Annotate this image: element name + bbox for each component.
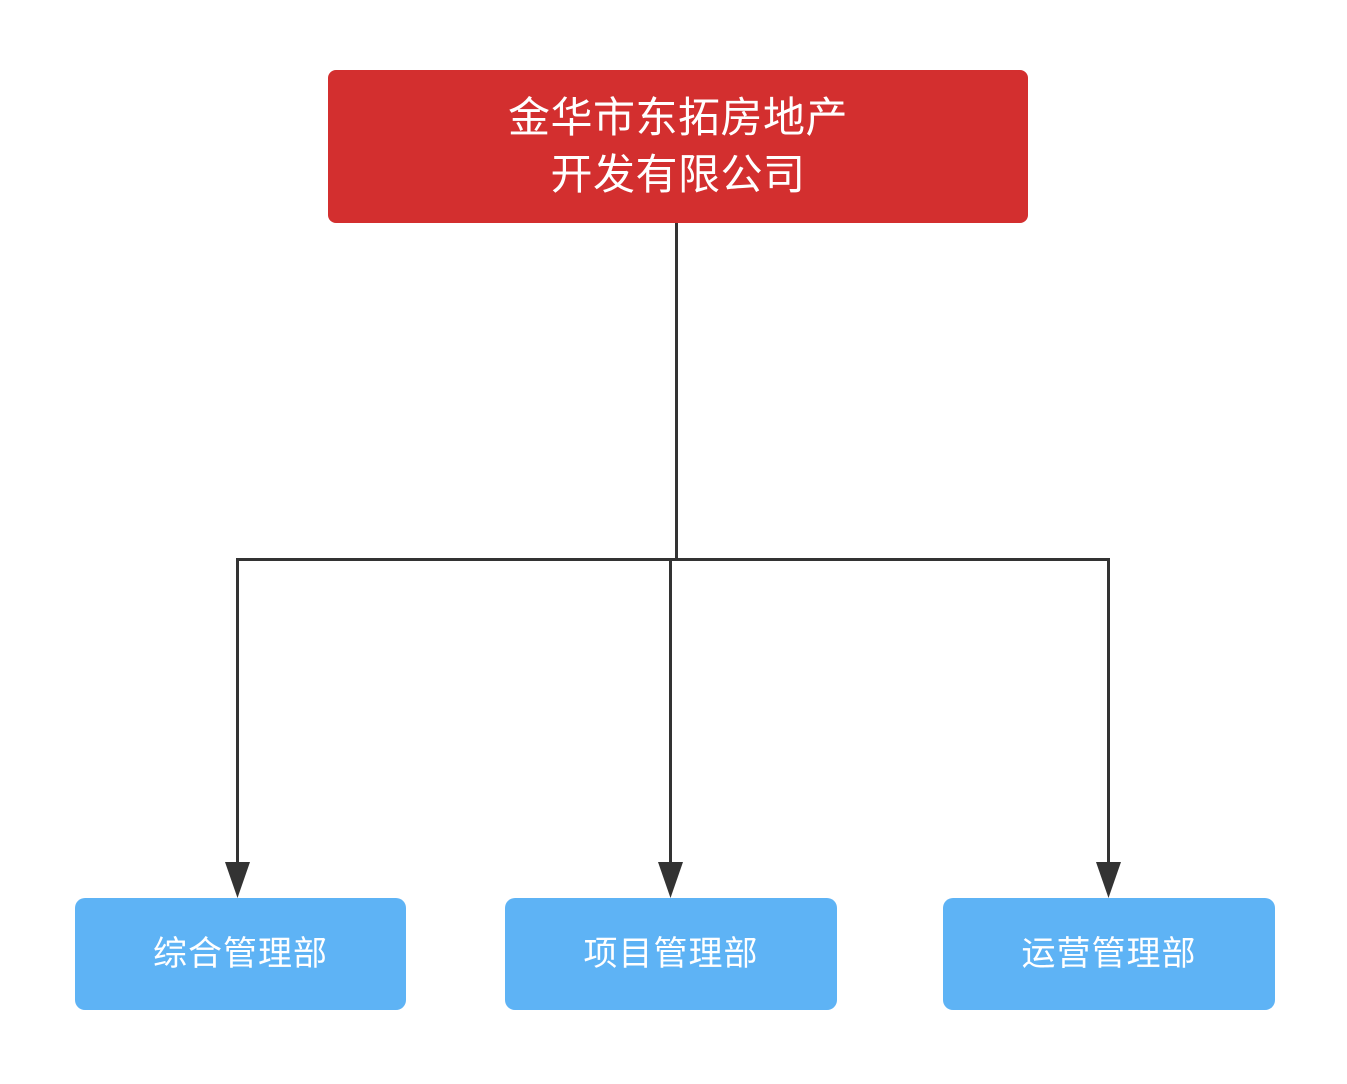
arrowhead-dept-2-icon xyxy=(1096,862,1121,898)
org-node-dept-1-label: 项目管理部 xyxy=(583,934,759,973)
org-node-dept-0-label: 综合管理部 xyxy=(153,934,328,973)
org-node-dept-0[interactable]: 综合管理部 xyxy=(75,898,406,1010)
org-node-dept-2-label: 运营管理部 xyxy=(1021,934,1197,973)
arrowhead-dept-0-icon xyxy=(225,862,250,898)
org-node-dept-2[interactable]: 运营管理部 xyxy=(943,898,1275,1010)
org-node-root-label: 金华市东拓房地产 开发有限公司 xyxy=(507,94,848,198)
org-node-dept-1[interactable]: 项目管理部 xyxy=(505,898,837,1010)
org-node-root[interactable]: 金华市东拓房地产 开发有限公司 xyxy=(328,70,1028,223)
arrowhead-dept-1-icon xyxy=(658,862,683,898)
